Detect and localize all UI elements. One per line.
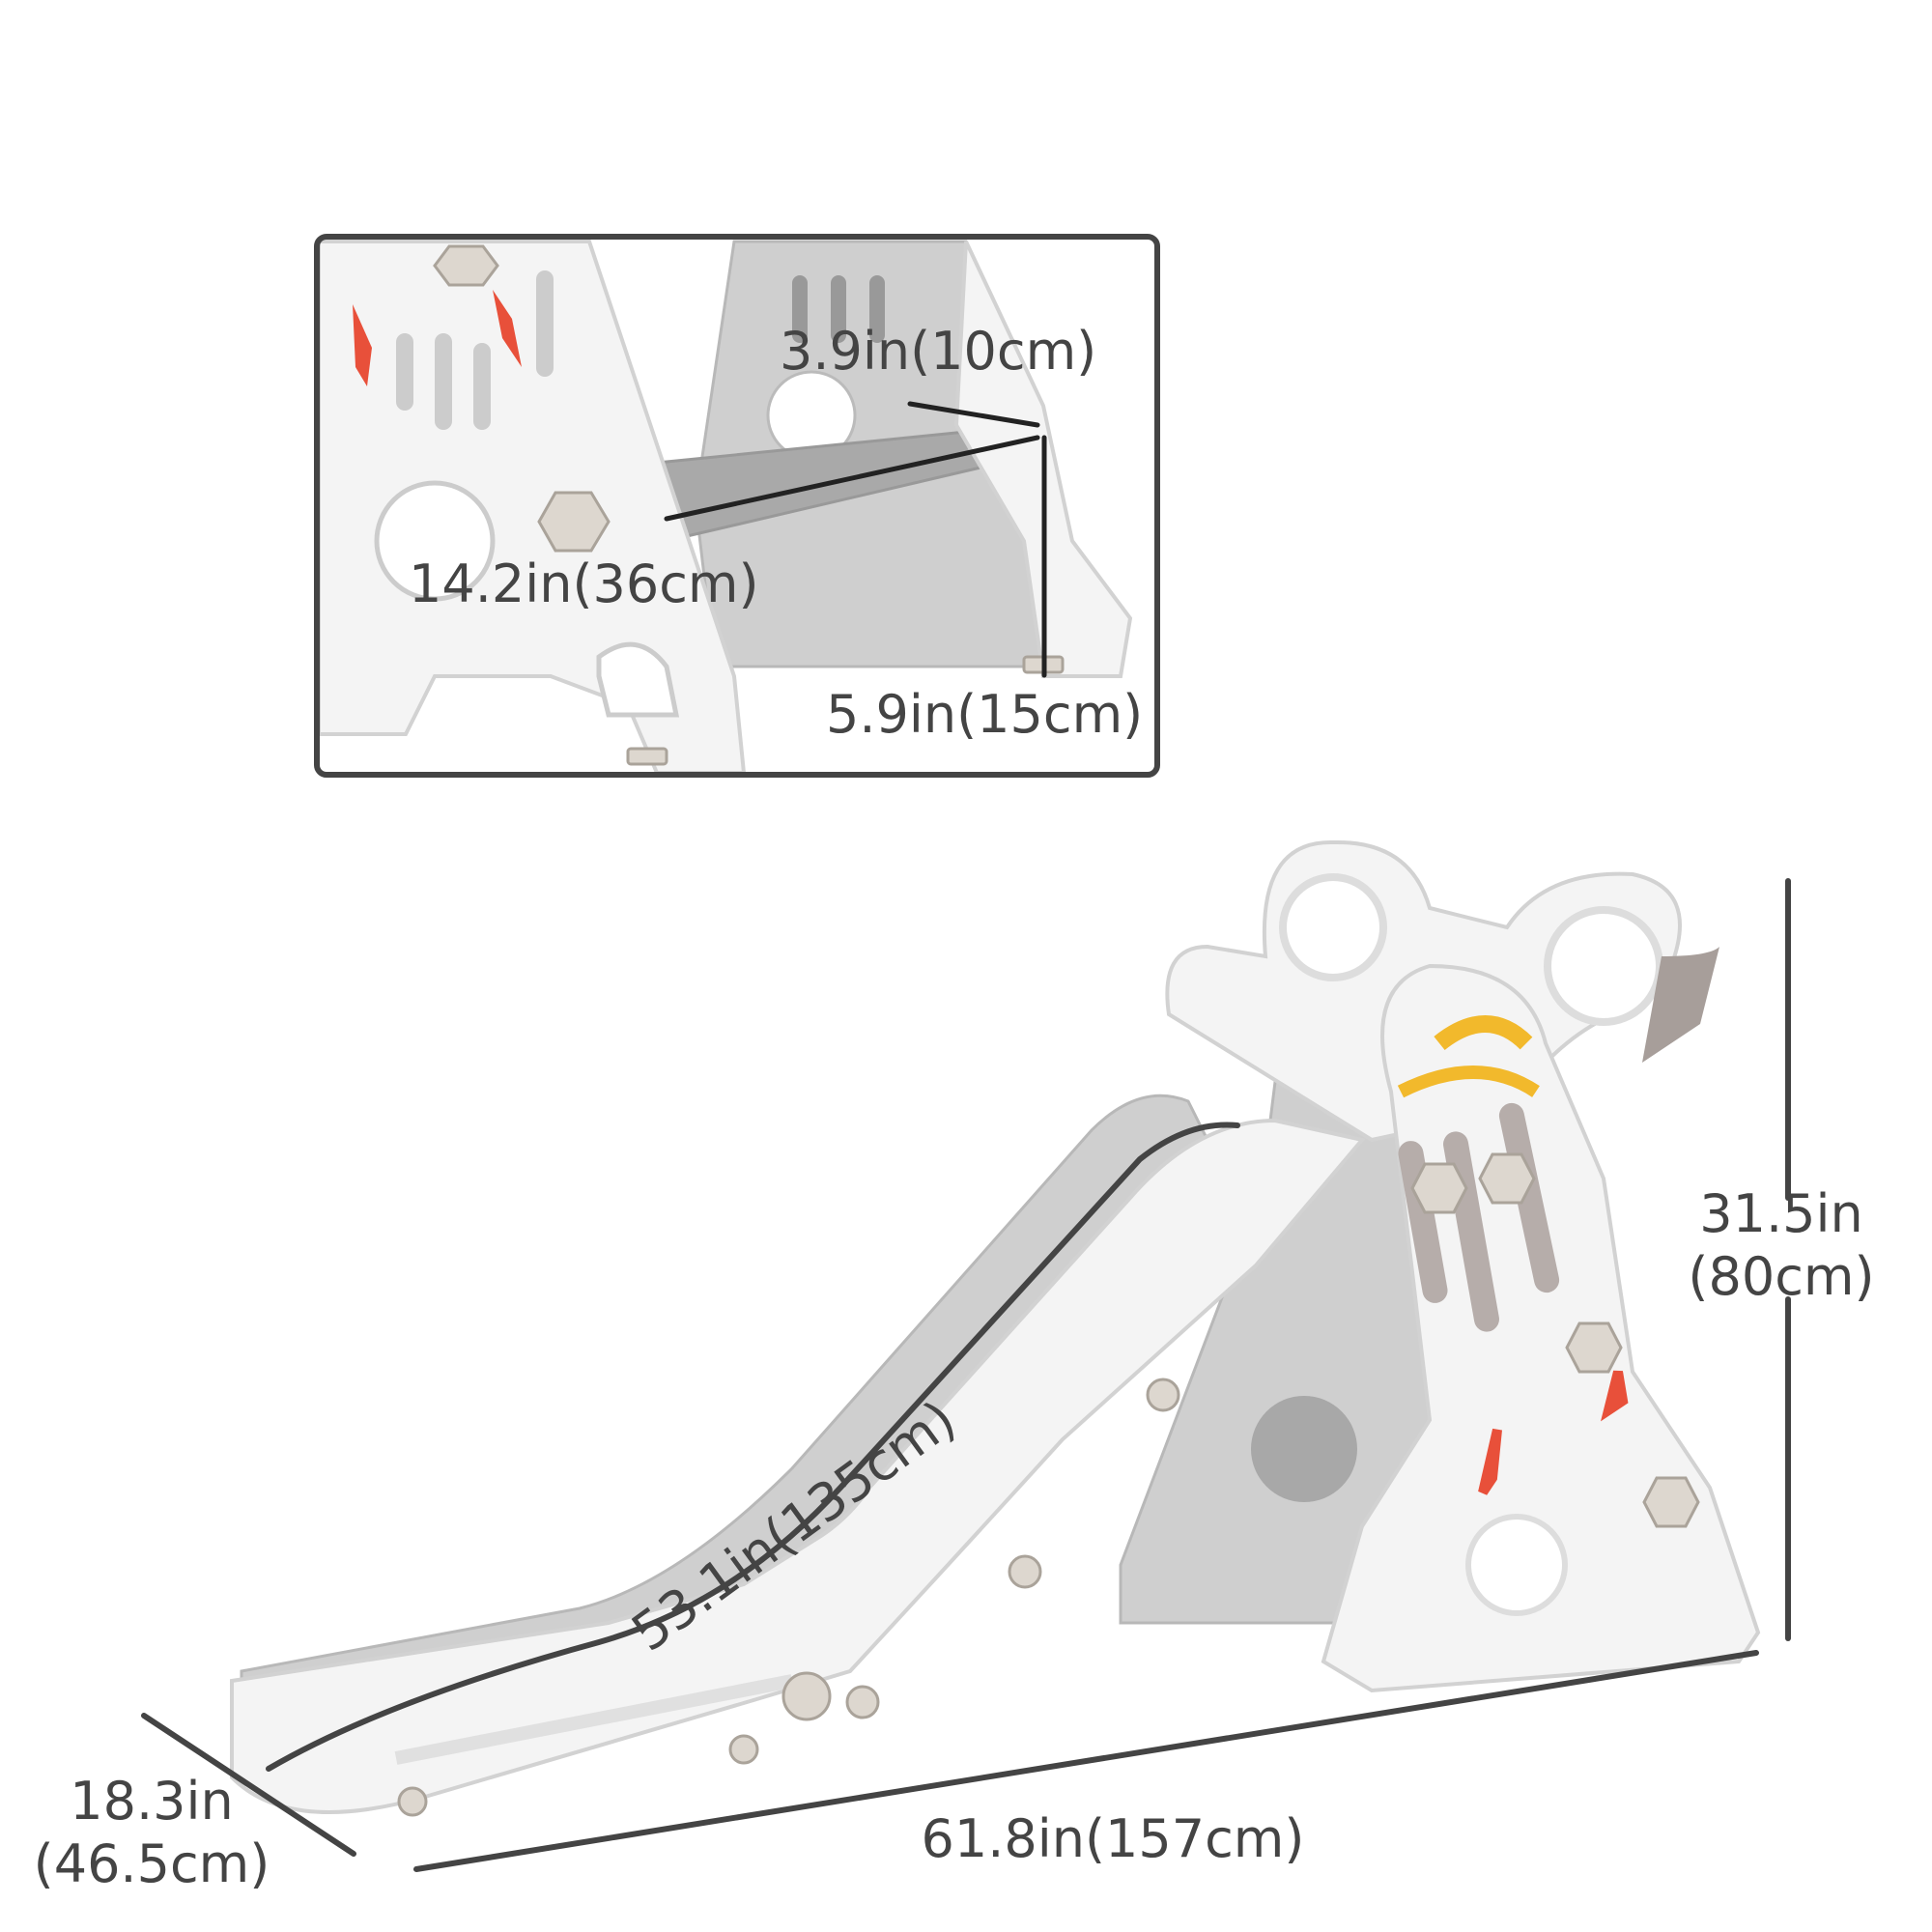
ladder-closeup-illustration: [319, 239, 1155, 773]
slide-length-line: [266, 1122, 1240, 1772]
inset-detail: 3.9in(10cm) 14.2in(36cm) 5.9in(15cm): [314, 234, 1160, 778]
length-line: [413, 1650, 1759, 1872]
step-width-line: [907, 401, 1040, 428]
step-length-label: 14.2in(36cm): [409, 554, 759, 614]
yellow-stripe: [1434, 1015, 1533, 1051]
red-accent-left: [353, 304, 372, 386]
depth-label-cm: (46.5cm): [34, 1833, 270, 1894]
inset-frame: [314, 234, 1160, 778]
bolt-cap-mid: [537, 491, 611, 553]
height-label-in: 31.5in: [1699, 1183, 1862, 1244]
step-width-label: 3.9in(10cm): [780, 321, 1096, 382]
red-accent-right: [493, 290, 522, 367]
height-label-cm: (80cm): [1688, 1246, 1874, 1307]
step-length-line: [664, 435, 1040, 522]
step-height-label: 5.9in(15cm): [826, 684, 1143, 745]
slide-illustration: [230, 839, 1761, 1817]
length-label: 61.8in(157cm): [922, 1808, 1305, 1869]
bolt-cap-top: [433, 244, 499, 287]
depth-line: [141, 1713, 356, 1857]
depth-label-in: 18.3in: [70, 1771, 233, 1832]
